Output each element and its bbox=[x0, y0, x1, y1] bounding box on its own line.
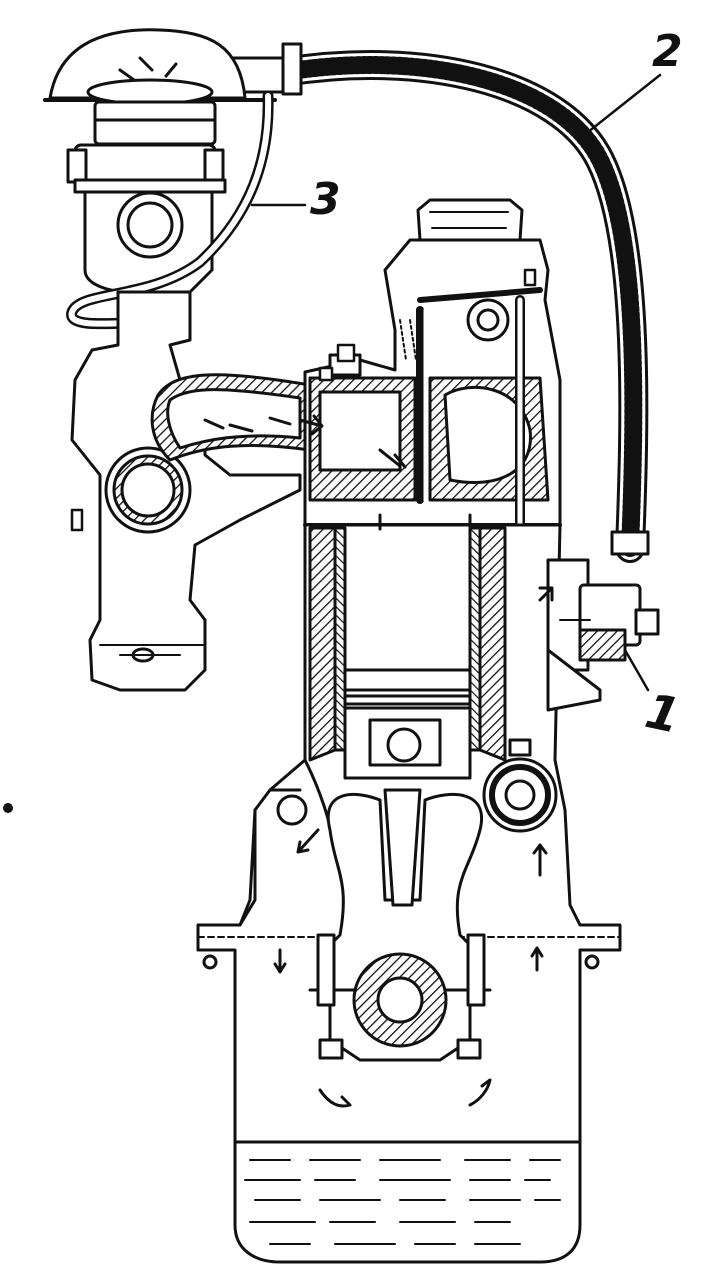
intake-manifold bbox=[70, 290, 312, 692]
callout-1-leader bbox=[623, 648, 650, 692]
carburettor bbox=[66, 143, 227, 294]
camshaft bbox=[482, 738, 558, 833]
connecting-rod bbox=[308, 788, 492, 1062]
airflow-arrows bbox=[228, 414, 554, 1108]
breather-hose bbox=[198, 42, 650, 563]
oil-sump bbox=[235, 1140, 580, 1245]
callout-2: 2 bbox=[652, 26, 683, 77]
cylinder-head bbox=[303, 198, 562, 765]
air-cleaner bbox=[43, 28, 277, 146]
ink-dot bbox=[3, 803, 13, 813]
ventilation-tube bbox=[66, 90, 274, 330]
callout-2-leader bbox=[576, 73, 662, 142]
ventilation-valve bbox=[546, 558, 660, 712]
bolts bbox=[70, 268, 537, 532]
callout-3: 3 bbox=[310, 174, 341, 225]
